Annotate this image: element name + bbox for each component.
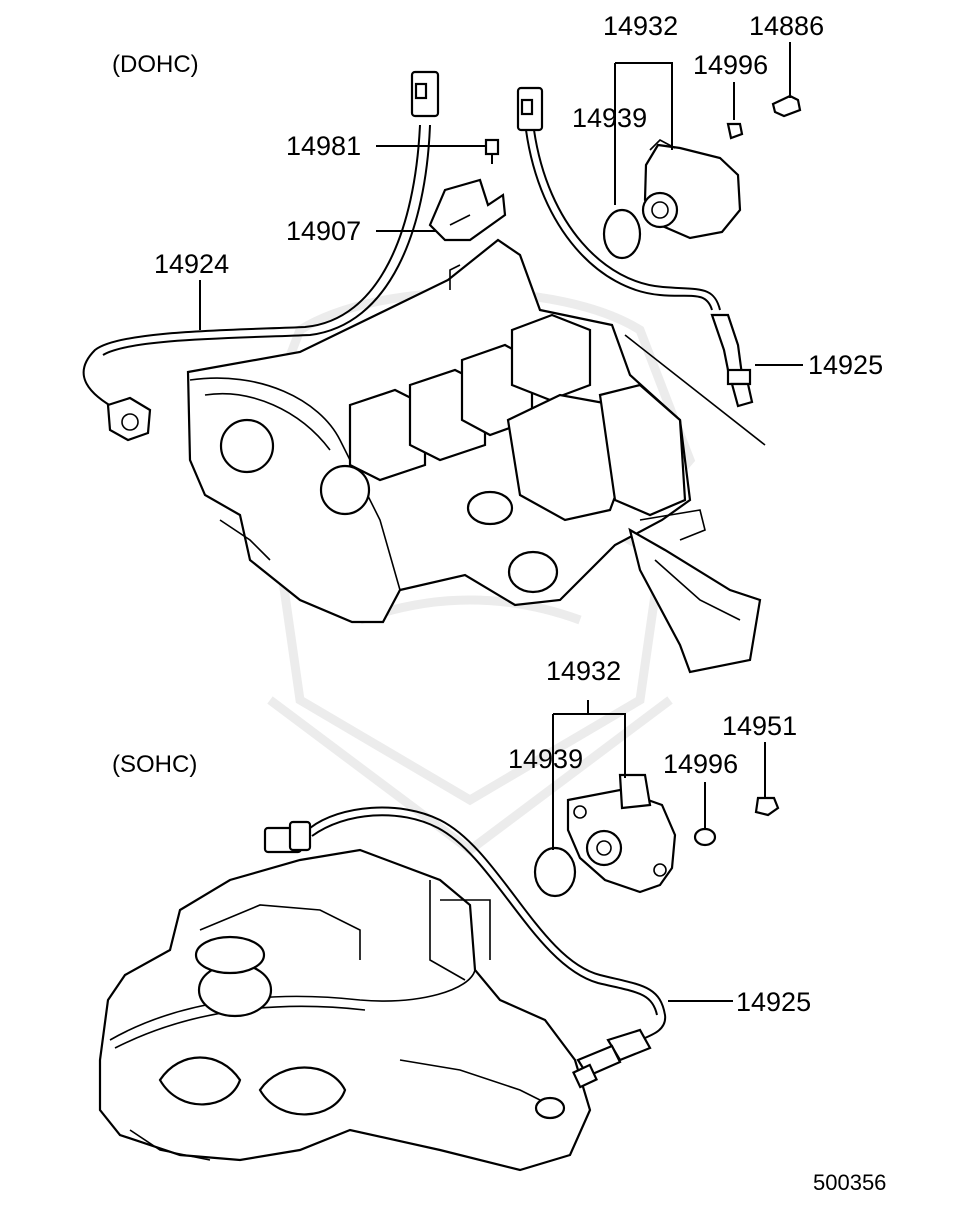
screw-14886 bbox=[771, 94, 802, 118]
callout-14925-sohc: 14925 bbox=[736, 987, 811, 1017]
throttle-position-sensor-14932-sohc bbox=[533, 773, 780, 898]
callout-14951: 14951 bbox=[722, 711, 797, 741]
callout-14932-sohc: 14932 bbox=[546, 656, 621, 686]
diagram-code: 500356 bbox=[813, 1170, 886, 1195]
callout-14886: 14886 bbox=[749, 11, 824, 41]
callout-14939-sohc: 14939 bbox=[508, 744, 583, 774]
oxygen-sensor-14925-sohc bbox=[263, 806, 667, 1089]
dohc-leader-lines bbox=[199, 42, 803, 446]
callout-14996-sohc: 14996 bbox=[663, 749, 738, 779]
throttle-position-sensor-14932-dohc bbox=[602, 94, 802, 260]
section-label-dohc: (DOHC) bbox=[112, 51, 199, 78]
section-label-sohc: (SOHC) bbox=[112, 751, 197, 778]
nut-14951 bbox=[754, 796, 780, 817]
sohc-leader-lines bbox=[552, 700, 766, 1002]
o-ring-14939-sohc bbox=[533, 846, 577, 898]
callout-14939-dohc: 14939 bbox=[572, 103, 647, 133]
callout-14996-dohc: 14996 bbox=[693, 50, 768, 80]
bracket-14907 bbox=[428, 178, 507, 242]
oxygen-sensor-14925-dohc bbox=[516, 86, 754, 408]
washer-14996-dohc bbox=[726, 122, 744, 140]
callout-14924: 14924 bbox=[154, 249, 229, 279]
callout-14907: 14907 bbox=[286, 216, 361, 246]
callout-14925-dohc: 14925 bbox=[808, 350, 883, 380]
o-ring-14939-dohc bbox=[602, 208, 642, 260]
dohc-engine-assembly bbox=[186, 238, 762, 674]
callout-14932-dohc: 14932 bbox=[603, 11, 678, 41]
knock-sensor-harness-14924 bbox=[82, 70, 440, 442]
callout-14981: 14981 bbox=[286, 131, 361, 161]
washer-14996-sohc bbox=[693, 827, 717, 847]
bolt-14981 bbox=[484, 138, 500, 164]
sohc-engine-assembly bbox=[98, 848, 592, 1172]
